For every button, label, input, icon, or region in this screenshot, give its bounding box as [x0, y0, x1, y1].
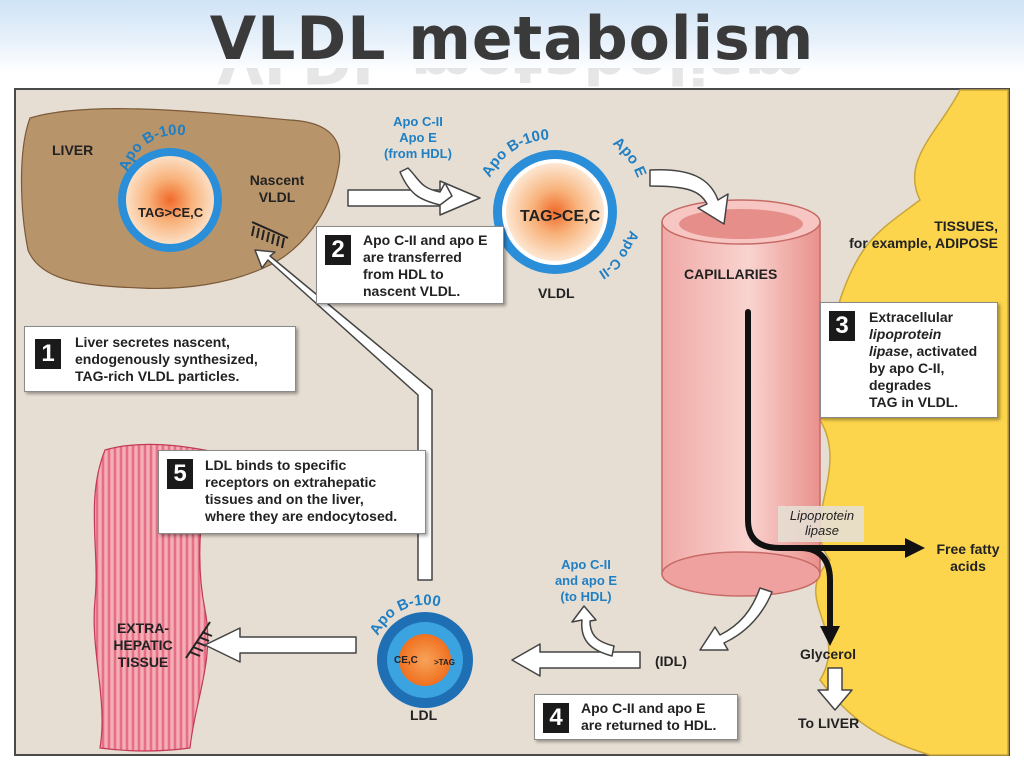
step-1-number: 1 — [35, 339, 61, 369]
tissues-label: TISSUES, for example, ADIPOSE — [849, 218, 998, 251]
step-3-text: Extracellular lipoprotein lipase, activa… — [869, 309, 977, 411]
arrow-idl-to-ldl — [511, 643, 641, 677]
lipoprotein-lipase-label: Lipoprotein lipase — [789, 508, 855, 538]
ldl-core-label: CE,C — [394, 655, 418, 666]
vldl-label: VLDL — [538, 285, 575, 301]
step-1-box: 1 Liver secretes nascent, endogenously s… — [24, 326, 296, 392]
arrow-ldl-to-tissue — [204, 627, 357, 663]
arrow-apo-from-hdl — [399, 167, 453, 206]
lipase-label-bg — [778, 506, 864, 542]
step-5-box: 5 LDL binds to specific receptors on ext… — [158, 450, 426, 534]
ldl-tag-label: >TAG — [434, 658, 455, 667]
step-3-box: 3 Extracellular lipoprotein lipase, acti… — [820, 302, 998, 418]
nascent-vldl-particle — [118, 148, 222, 252]
step-4-number: 4 — [543, 703, 569, 733]
step-2-text: Apo C-II and apo E are transferred from … — [363, 232, 488, 299]
step-3-number: 3 — [829, 311, 855, 341]
step-2-number: 2 — [325, 235, 351, 265]
arrow-capillary-to-idl — [699, 587, 773, 651]
ldl-label: LDL — [410, 707, 438, 723]
apo-e-label: Apo E — [610, 134, 650, 180]
liver-receptor — [251, 221, 289, 249]
adipose-tissue — [815, 89, 1009, 756]
step-3-text-post: , activated by apo C-II, degrades TAG in… — [869, 343, 978, 410]
glycerol-label: Glycerol — [800, 646, 857, 662]
step-1-text: Liver secretes nascent, endogenously syn… — [75, 334, 258, 384]
apo-from-hdl-label: Apo C-II Apo E (from HDL) — [384, 114, 452, 161]
title-bar — [0, 0, 1024, 72]
arrow-vldl-to-capillary — [649, 169, 729, 225]
step-3-text-italic: lipoprotein lipase — [869, 326, 942, 359]
to-liver-label: To LIVER — [798, 715, 860, 731]
tag-liver-label: TAG>CE,C — [138, 205, 204, 220]
extrahepatic-label: EXTRA- HEPATIC TISSUE — [113, 620, 173, 670]
free-fatty-acids-label: Free fatty acids — [936, 541, 1000, 574]
arrow-apo-to-hdl — [571, 605, 615, 657]
lipase-pathway — [745, 309, 908, 551]
arrow-glycerol-to-liver — [817, 667, 853, 711]
liver-label: LIVER — [52, 142, 94, 158]
page-title: VLDL metabolism — [209, 4, 815, 74]
step-2-box: 2 Apo C-II and apo E are transferred fro… — [316, 226, 504, 304]
tag-vldl-label: TAG>CE,C — [520, 208, 601, 225]
nascent-vldl-label: Nascent VLDL — [249, 172, 305, 205]
step-5-number: 5 — [167, 459, 193, 489]
arrow-ldl-to-liver — [254, 249, 433, 581]
step-3-text-pre: Extracellular — [869, 309, 954, 325]
idl-label: (IDL) — [655, 653, 687, 669]
capillaries-label: CAPILLARIES — [684, 266, 778, 282]
apo-to-hdl-label: Apo C-II and apo E (to HDL) — [554, 557, 618, 604]
step-4-text: Apo C-II and apo E are returned to HDL. — [581, 700, 717, 733]
step-4-box: 4 Apo C-II and apo E are returned to HDL… — [534, 694, 738, 740]
step-5-text: LDL binds to specific receptors on extra… — [205, 457, 398, 524]
